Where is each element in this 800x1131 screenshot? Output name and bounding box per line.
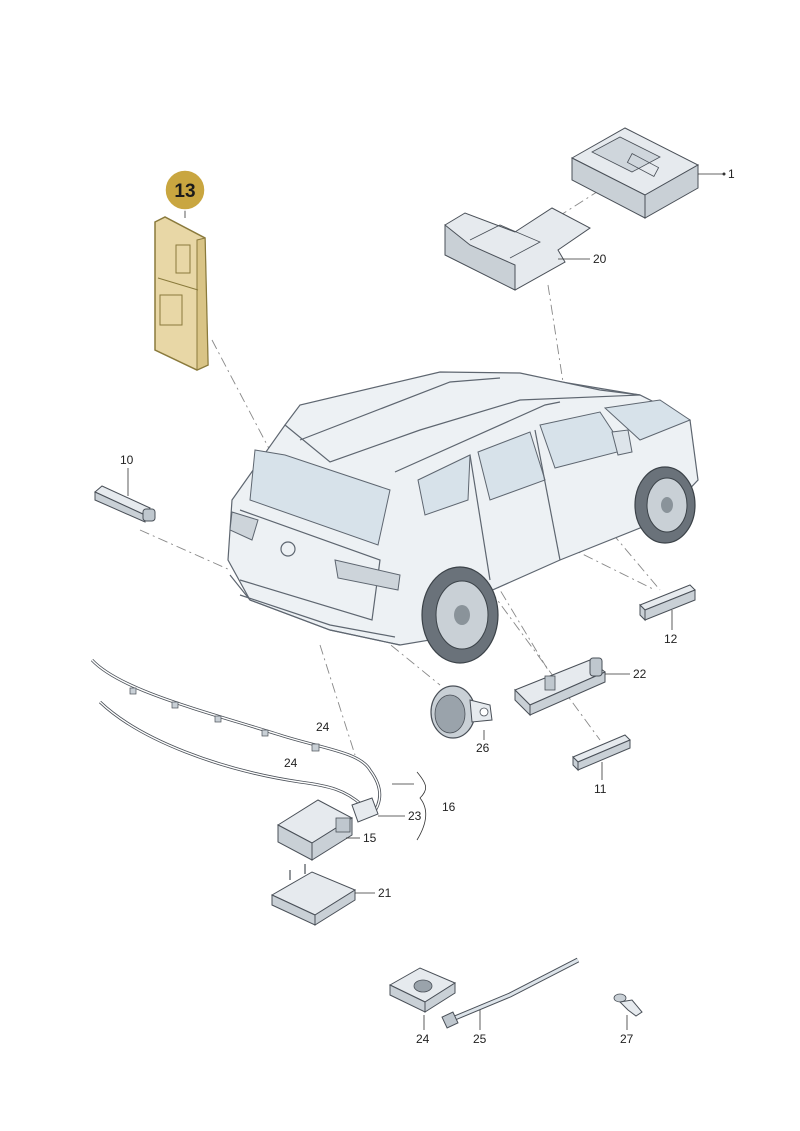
part-15-module[interactable] <box>276 799 360 861</box>
part-23-connector[interactable] <box>351 797 405 823</box>
part-21-cover[interactable] <box>270 864 375 926</box>
callout-labels: 1 20 10 12 22 26 11 24 24 23 16 15 21 24… <box>120 167 735 1046</box>
callout-12[interactable]: 12 <box>664 632 678 646</box>
part-12-bar[interactable] <box>639 584 696 630</box>
part-13-badge[interactable]: 13 <box>164 169 206 211</box>
part-24-cable-harness[interactable] <box>90 658 382 816</box>
vehicle-illustration <box>227 371 699 664</box>
part-24-clip[interactable] <box>388 967 457 1030</box>
part-26-ultrasonic-sensor[interactable] <box>430 685 493 740</box>
callout-25[interactable]: 25 <box>473 1032 487 1046</box>
callout-11[interactable]: 11 <box>594 782 607 796</box>
callout-16[interactable]: 16 <box>442 800 456 814</box>
part-1-control-unit[interactable] <box>570 127 726 219</box>
bracket-16 <box>392 771 427 841</box>
part-11-bar[interactable] <box>572 734 631 780</box>
callout-24-lower[interactable]: 24 <box>416 1032 430 1046</box>
callout-15[interactable]: 15 <box>363 831 377 845</box>
callout-21[interactable]: 21 <box>378 886 392 900</box>
callout-22[interactable]: 22 <box>633 667 647 681</box>
part-10-sensor[interactable] <box>94 468 156 523</box>
callout-23[interactable]: 23 <box>408 809 422 823</box>
callout-24-upper[interactable]: 24 <box>316 720 330 734</box>
badge-number: 13 <box>174 181 195 202</box>
part-20-bracket[interactable] <box>444 207 591 291</box>
part-25-cable-tie[interactable] <box>441 957 580 1030</box>
part-27-clip[interactable] <box>613 993 643 1030</box>
part-13-highlighted-module[interactable] <box>154 210 209 371</box>
callout-20[interactable]: 20 <box>593 252 607 266</box>
callout-26[interactable]: 26 <box>476 741 490 755</box>
callout-10[interactable]: 10 <box>120 453 134 467</box>
callout-1[interactable]: 1 <box>728 167 735 181</box>
part-22-housing[interactable] <box>514 657 630 717</box>
callout-27[interactable]: 27 <box>620 1032 634 1046</box>
callout-24-middle[interactable]: 24 <box>284 756 298 770</box>
